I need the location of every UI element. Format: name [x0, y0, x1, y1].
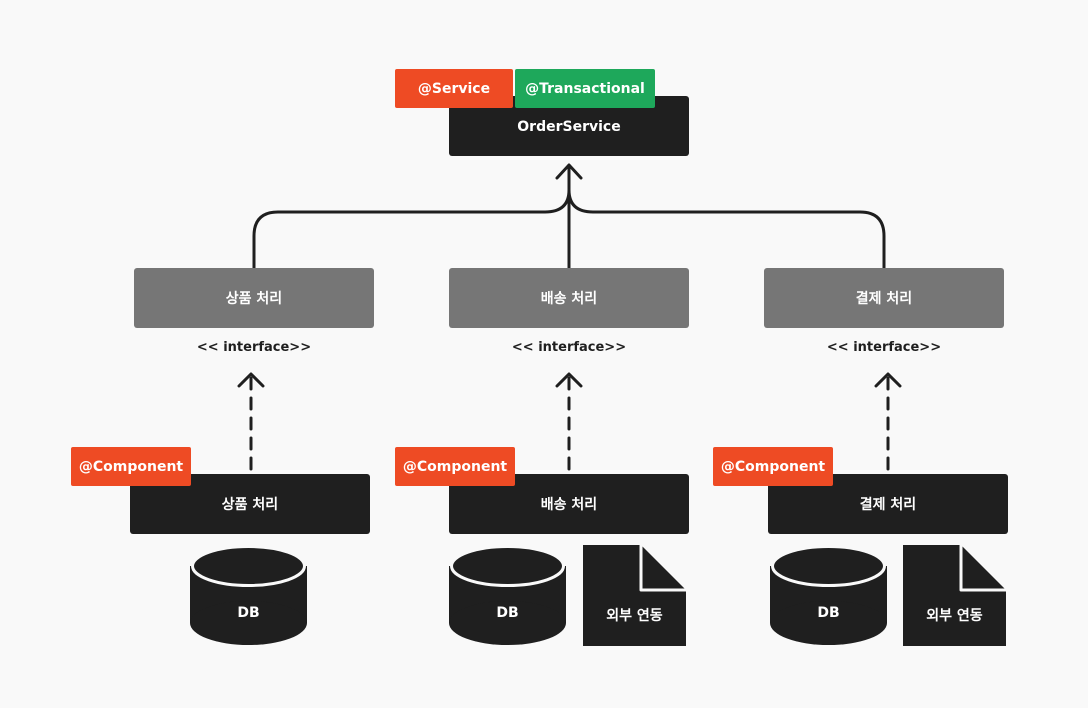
db-label-delivery: DB — [496, 605, 519, 621]
arrow-head-left — [237, 372, 265, 388]
interface-stereotype-product: << interface>> — [196, 340, 312, 355]
interface-label-delivery: 배송 처리 — [540, 291, 598, 307]
db-label-product: DB — [237, 605, 260, 621]
interface-box-delivery: 배송 처리 — [449, 268, 689, 328]
component-label-payment: 결제 처리 — [859, 497, 917, 513]
external-doc-middle — [583, 545, 686, 646]
component-tag-label-delivery: @Component — [402, 458, 508, 475]
external-label-delivery: 외부 연동 — [606, 608, 663, 624]
component-label-delivery: 배송 처리 — [540, 497, 598, 513]
interface-box-product: 상품 처리 — [134, 268, 374, 328]
external-label-payment: 외부 연동 — [926, 608, 983, 624]
component-tag-label-payment: @Component — [720, 458, 826, 475]
component-label-product: 상품 처리 — [221, 497, 279, 513]
line-right — [567, 188, 886, 270]
interface-label-payment: 결제 처리 — [855, 291, 913, 307]
arrow-head-middle — [555, 372, 583, 388]
interface-stereotype-delivery: << interface>> — [511, 340, 627, 355]
component-tag-delivery: @Component — [395, 447, 515, 486]
service-annotation-tag: @Service — [395, 69, 513, 108]
component-tag-label-product: @Component — [78, 458, 184, 475]
interface-label-product: 상품 처리 — [225, 291, 283, 307]
interface-stereotype-payment: << interface>> — [826, 340, 942, 355]
transactional-annotation-tag: @Transactional — [515, 69, 655, 108]
db-label-payment: DB — [817, 605, 840, 621]
service-annotation-label: @Service — [417, 80, 491, 97]
transactional-annotation-label: @Transactional — [525, 80, 645, 97]
order-service-label: OrderService — [517, 119, 621, 135]
component-tag-product: @Component — [71, 447, 191, 486]
external-doc-right — [903, 545, 1006, 646]
line-left — [252, 188, 571, 270]
arrow-head-right — [874, 372, 902, 388]
component-tag-payment: @Component — [713, 447, 833, 486]
interface-box-payment: 결제 처리 — [764, 268, 1004, 328]
